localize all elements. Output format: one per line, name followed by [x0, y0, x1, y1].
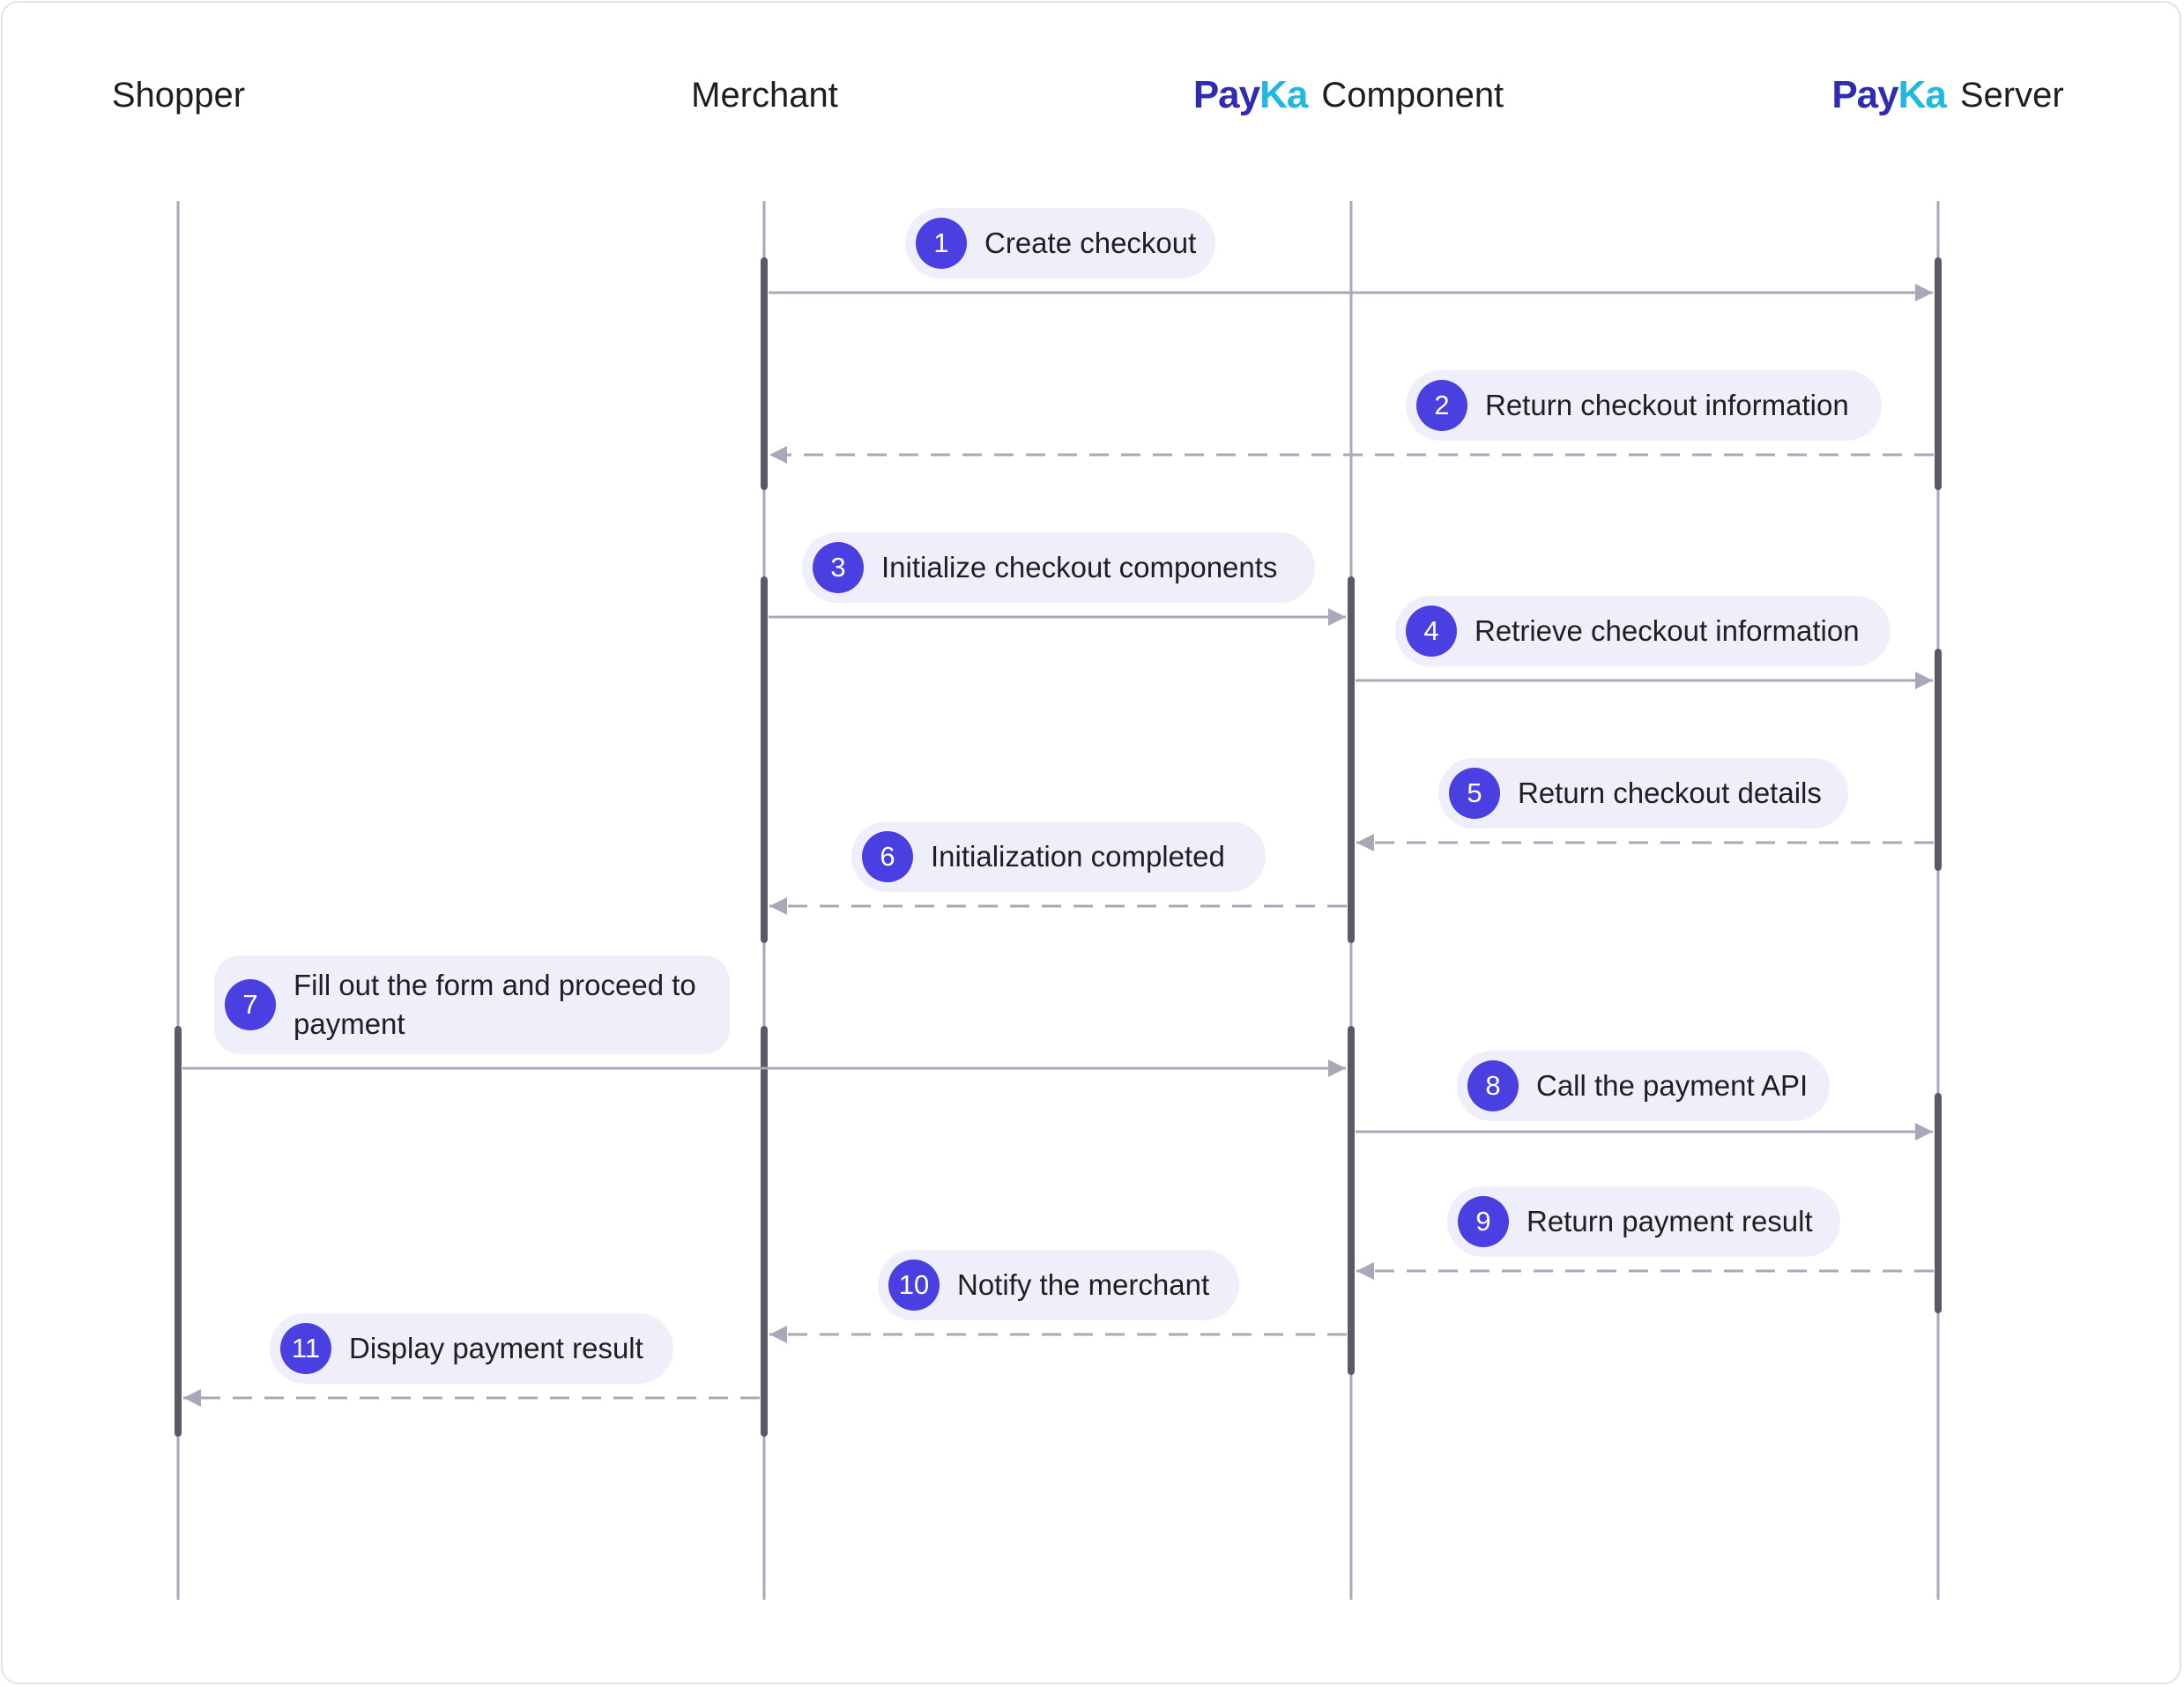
step-6-badge: 6 [862, 831, 913, 882]
step-7-text: Fill out the form and proceed to payment [293, 969, 696, 1040]
actor-label: Shopper [111, 75, 246, 115]
step-2-label: 2 Return checkout information [1406, 370, 1882, 441]
step-9-label: 9 Return payment result [1447, 1186, 1840, 1257]
step-10-badge: 10 [888, 1260, 940, 1311]
step-6-label: 6 Initialization completed [851, 821, 1266, 892]
step-8-badge: 8 [1467, 1060, 1519, 1111]
activation-bar-component [1348, 1026, 1355, 1375]
step-9-badge: 9 [1458, 1196, 1509, 1247]
step-5-badge: 5 [1449, 768, 1500, 819]
step-5-text: Return checkout details [1518, 777, 1822, 809]
activation-bar-merchant [761, 1026, 768, 1437]
payka-logo: PayKa [1192, 73, 1309, 116]
step-3-text: Initialize checkout components [881, 551, 1278, 583]
step-4-label: 4 Retrieve checkout information [1395, 596, 1891, 666]
activation-bar-component [1348, 576, 1355, 943]
step-4-badge: 4 [1406, 606, 1457, 657]
step-2-text: Return checkout information [1485, 389, 1849, 421]
payka-logo: PayKa [1831, 73, 1947, 116]
step-11-badge: 11 [280, 1323, 331, 1374]
step-11-label: 11 Display payment result [270, 1313, 673, 1384]
activation-bar-merchant [761, 257, 768, 490]
step-4-text: Retrieve checkout information [1475, 614, 1860, 647]
step-3-badge: 3 [813, 542, 864, 593]
activation-bar-server [1935, 257, 1942, 490]
step-9-text: Return payment result [1527, 1205, 1813, 1237]
activation-bar-server [1935, 1093, 1942, 1313]
actor-component: PayKa Component [1163, 69, 1534, 122]
step-7-label: 7 Fill out the form and proceed to payme… [214, 955, 730, 1054]
step-5-label: 5 Return checkout details [1438, 758, 1848, 829]
activation-bar-merchant [761, 576, 768, 943]
activation-bar-shopper [175, 1026, 182, 1437]
step-3-label: 3 Initialize checkout components [802, 532, 1315, 603]
actor-label: Component [1321, 75, 1504, 115]
activation-bar-server [1935, 649, 1942, 871]
step-8-label: 8 Call the payment API [1457, 1051, 1830, 1121]
step-1-text: Create checkout [984, 227, 1197, 259]
step-2-badge: 2 [1416, 380, 1467, 431]
step-10-text: Notify the merchant [957, 1268, 1210, 1301]
actor-shopper: Shopper [88, 69, 269, 122]
step-10-label: 10 Notify the merchant [878, 1250, 1239, 1320]
step-1-label: 1 Create checkout [905, 208, 1215, 279]
step-8-text: Call the payment API [1536, 1069, 1809, 1102]
actor-label: Server [1959, 75, 2064, 115]
step-7-badge: 7 [225, 979, 276, 1030]
actor-label: Merchant [691, 75, 838, 115]
step-11-text: Display payment result [349, 1332, 643, 1364]
actor-merchant: Merchant [670, 69, 859, 122]
step-6-text: Initialization completed [931, 840, 1225, 873]
step-1-badge: 1 [916, 218, 967, 269]
actor-server: PayKa Server [1798, 69, 2098, 122]
